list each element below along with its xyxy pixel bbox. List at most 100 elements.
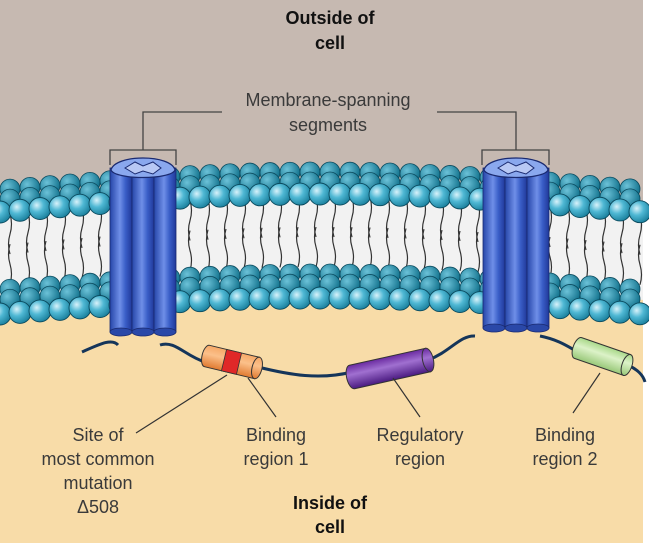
lipid-tail xyxy=(637,244,643,285)
lipid-tail xyxy=(205,229,211,270)
lipid-head xyxy=(588,196,612,220)
lipid-tail xyxy=(97,236,103,277)
lipid-head xyxy=(428,289,452,313)
svg-text:Binding: Binding xyxy=(246,425,306,445)
transmembrane-helix xyxy=(504,167,528,329)
lipid-head xyxy=(88,295,112,318)
lipid-head xyxy=(328,182,352,206)
lipid-head xyxy=(568,297,592,321)
lipid-head xyxy=(408,288,432,312)
lipid-tail xyxy=(331,226,337,268)
regulatory-leader-line xyxy=(392,377,421,418)
lipid-tail xyxy=(385,227,391,269)
lipid-head xyxy=(548,296,572,320)
lipid-head xyxy=(568,195,592,218)
lipid-bilayer xyxy=(0,161,649,326)
lipid-tail xyxy=(565,238,571,279)
lipid-head xyxy=(28,299,52,323)
lipid-head xyxy=(448,186,472,210)
membrane-spanning-segment-2 xyxy=(482,157,550,333)
transmembrane-helix xyxy=(131,167,155,333)
lipid-tail xyxy=(403,228,409,269)
lipid-head xyxy=(428,185,452,209)
svg-text:region 1: region 1 xyxy=(243,449,308,469)
lipid-head xyxy=(268,182,292,206)
svg-text:Site of: Site of xyxy=(72,425,124,445)
lipid-tail xyxy=(421,229,427,270)
mutation-label: Site of most common mutation Δ508 xyxy=(41,425,154,517)
lipid-tail xyxy=(439,229,445,271)
mutation-leader-line xyxy=(135,374,228,434)
lipid-tail xyxy=(349,227,355,268)
lipid-tail xyxy=(7,243,13,285)
membrane-label-leader xyxy=(109,111,550,165)
lipid-head xyxy=(548,193,572,217)
lipid-head xyxy=(8,198,32,222)
lipid-head xyxy=(448,290,472,313)
lipid-head xyxy=(228,183,252,207)
transmembrane-helix xyxy=(482,167,506,329)
lipid-head xyxy=(288,182,312,206)
binding2-leader-line xyxy=(572,372,601,414)
svg-text:region: region xyxy=(395,449,445,469)
lipid-head xyxy=(88,192,112,216)
lipid-tail xyxy=(583,239,589,281)
callout-lines xyxy=(135,372,601,434)
svg-text:Binding: Binding xyxy=(535,425,595,445)
lipid-head xyxy=(388,287,412,311)
svg-text:most common: most common xyxy=(41,449,154,469)
lipid-head xyxy=(188,185,212,209)
polypeptide-chain xyxy=(81,334,647,383)
lipid-head xyxy=(228,287,252,311)
lipid-tail xyxy=(241,228,247,269)
lipid-head xyxy=(8,300,32,324)
transmembrane-helix xyxy=(109,167,133,333)
lipid-tail xyxy=(187,230,193,271)
lipid-tail xyxy=(223,228,229,270)
lipid-head xyxy=(628,200,649,224)
lipid-head xyxy=(348,286,372,310)
lipid-head xyxy=(188,289,212,313)
binding-region-1 xyxy=(201,344,263,380)
binding1-leader-line xyxy=(247,377,277,418)
binding1-label: Binding region 1 xyxy=(243,425,308,469)
lipid-head xyxy=(628,302,649,326)
lipid-tail xyxy=(25,242,31,283)
lipid-head xyxy=(68,193,92,217)
transmembrane-helix xyxy=(526,167,550,329)
lipid-head xyxy=(608,300,632,324)
lipid-head xyxy=(268,286,292,310)
lipid-tail xyxy=(367,227,373,268)
inside-title-line1: Inside of xyxy=(293,493,368,513)
svg-text:region 2: region 2 xyxy=(532,449,597,469)
lipid-head xyxy=(608,198,632,222)
lipid-tail xyxy=(277,227,283,268)
lipid-tail xyxy=(295,226,301,268)
membrane-label-line2: segments xyxy=(289,115,367,135)
lipid-head xyxy=(68,296,92,320)
outside-title-line1: Outside of xyxy=(286,8,376,28)
svg-text:mutation: mutation xyxy=(63,473,132,493)
lipid-tail xyxy=(457,230,463,272)
binding-region-2 xyxy=(571,337,634,377)
mutation-site-band xyxy=(220,348,243,375)
lipid-head xyxy=(248,287,272,311)
lipid-head xyxy=(28,197,52,220)
lipid-tail xyxy=(313,226,319,268)
lipid-head xyxy=(48,195,72,219)
regulatory-label: Regulatory region xyxy=(376,425,463,469)
lipid-head xyxy=(368,183,392,207)
lipid-head xyxy=(408,184,432,208)
binding2-label: Binding region 2 xyxy=(532,425,597,469)
lipid-tail xyxy=(259,227,265,268)
lipid-head xyxy=(208,288,232,312)
transmembrane-helix xyxy=(153,167,177,333)
lipid-head xyxy=(388,183,412,207)
svg-text:Δ508: Δ508 xyxy=(77,497,119,517)
lipid-head xyxy=(48,297,72,321)
lipid-head xyxy=(348,182,372,206)
lipid-tail xyxy=(43,240,49,282)
lipid-head xyxy=(308,286,332,310)
